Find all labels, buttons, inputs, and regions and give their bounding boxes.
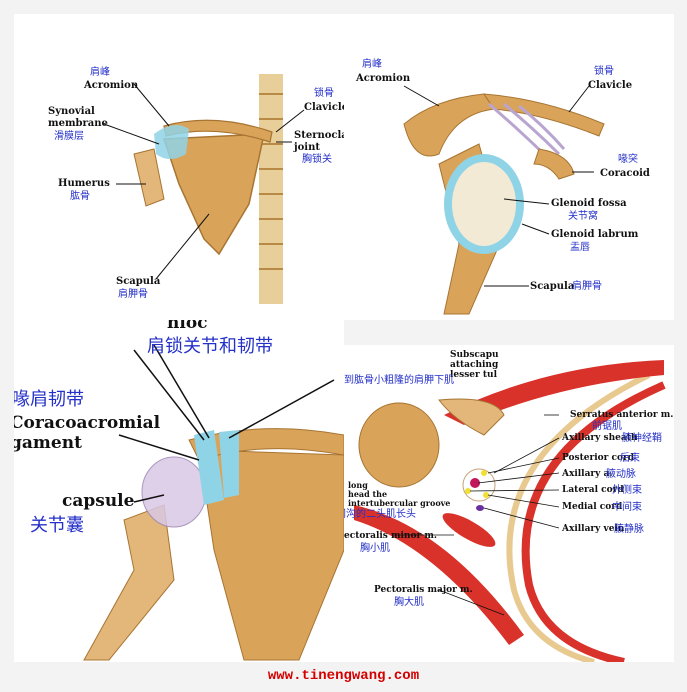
posterior-cord [481,470,487,476]
label-glenoid-fossa-zh: 关节窝 [568,211,598,222]
ligament-bands [194,430,239,505]
pectoralis-major-muscle [354,505,524,645]
label-biceps-en-1: long [348,480,368,490]
clavicle-bone [163,119,273,143]
joint-capsule-illustration [83,344,344,661]
axillary-vein [476,505,484,511]
label-medial-en: Medial cord [562,502,623,512]
label-pminor-en: ectoralis minor m. [344,531,437,541]
label-subscap-en-2: attaching [450,360,499,370]
acromion-bone [403,93,495,157]
label-serratus-en: Serratus anterior m. [570,410,674,420]
panel-shoulder-anterior: 肩峰 Acromion Synovial membrane 滑膜层 锁骨 Cla… [14,14,344,320]
label-cal-en-2: gament [14,433,82,453]
glenoid-fossa [452,162,516,246]
panel-axilla-section: Subscapu attaching lesser tul 到肱骨小粗隆的肩胛下… [344,345,674,662]
rib-segments [259,93,283,270]
label-vein-en: Axillary vein [562,524,625,534]
label-cal-zh: 喙肩韧带 [14,389,84,410]
joint-capsule [141,456,207,528]
humerus-section [358,402,440,488]
label-synovial-zh: 滑膜层 [54,131,84,142]
serratus-muscle [521,381,666,662]
label-subscap-zh: 到肱骨小粗隆的肩胛下肌 [344,375,454,386]
label-sheath-zh: 腋神经鞘 [622,433,662,444]
label-scapula-zh: 肩胛骨 [118,289,148,300]
label-posterior-zh: 后束 [620,453,640,464]
label-acromion-zh: 肩峰 [90,67,110,78]
label-serratus-zh: 前锯肌 [592,421,622,432]
label-sterno-en-1: Sternoclav [294,130,344,141]
label-sterno-zh: 胸锁关 [302,154,332,165]
label-medial-zh: 中间束 [612,502,642,513]
spine-bone [259,74,283,304]
pectoralis-minor-muscle [442,513,496,547]
panel-glenoid-lateral: 肩峰 Acromion 锁骨 Clavicle 喙突 Coracoid Glen… [344,14,674,320]
label-glenoid-labrum-zh: 盂唇 [570,242,590,253]
leader-lines [394,414,560,616]
label-humerus-zh: 肱骨 [70,191,90,202]
label-vein-zh: 腋静脉 [614,524,644,535]
label-acromion-en: Acromion [84,80,139,91]
label-acromion-zh: 肩峰 [362,59,382,70]
label-pminor-zh: 胸小肌 [360,543,390,554]
label-glenoid-fossa-en: Glenoid fossa [551,198,627,209]
label-capsule-zh: 关节囊 [30,515,84,536]
label-sheath-en: Axillary sheath [562,433,638,443]
label-lateral-zh: 外侧束 [612,485,642,496]
synovial-membrane [154,125,189,159]
label-pmajor-zh: 胸大肌 [394,597,424,608]
rib-arc [506,372,651,662]
label-coracoid-zh: 喙突 [618,154,638,165]
lesser-tubercle-bone [438,398,505,436]
label-clavicle-zh: 锁骨 [314,88,334,99]
label-scapula-en: Scapula [530,281,575,292]
label-biceps-en-3: intertubercular groove [348,498,451,508]
axillary-sheath [462,468,496,502]
axilla-section-illustration [354,360,666,662]
leader-lines [103,83,305,280]
medial-cord [483,492,489,498]
label-capsule-en: capsule [62,491,135,511]
humerus-bone [133,148,165,207]
site-watermark-url: www.tinengwang.com [267,668,420,684]
leader-lines [403,85,594,287]
label-pmajor-en: Pectoralis major m. [374,585,473,595]
label-humerus-en: Humerus [58,178,110,189]
label-acromion-en: Acromion [356,73,411,84]
label-synovial-en-2: membrane [48,118,108,129]
label-top-zh: 肩锁关节和韧带 [147,336,273,357]
label-lateral-en: Lateral cord [562,485,624,495]
label-axa-en: Axillary a. [562,469,613,479]
label-sterno-en-2: joint [294,142,320,153]
panel-joint-capsule: nioc 肩锁关节和韧带 喙肩韧带 Coracoacromial gament … [14,320,344,662]
label-top-en: nioc [167,320,208,333]
label-clavicle-en: Clavicle [588,80,633,91]
label-biceps-zh: 结节间沟的二头肌长头 [344,509,416,520]
label-synovial-en-1: Synovial [48,106,95,117]
leader-lines [118,344,335,503]
label-subscap-en-1: Subscapu [450,350,499,360]
label-subscap-en-3: lesser tul [450,370,497,380]
shoulder-anterior-illustration [103,74,305,304]
label-clavicle-en: Clavicle [304,102,344,113]
label-scapula-zh: 肩胛骨 [572,281,602,292]
lateral-cord [465,488,471,494]
label-clavicle-zh: 锁骨 [594,66,614,77]
label-coracoid-en: Coracoid [600,168,650,179]
glenoid-lateral-illustration [403,85,605,315]
label-scapula-en: Scapula [116,276,161,287]
clavicle-bone [483,93,605,137]
label-axa-zh: 腋动脉 [606,469,636,480]
axillary-artery [470,478,480,488]
label-glenoid-labrum-en: Glenoid labrum [551,229,639,240]
scapula-bone [198,449,344,661]
humerus-bone [83,504,175,661]
label-posterior-en: Posterior cord [562,453,635,463]
label-biceps-en-2: head the [348,489,388,499]
label-cal-en-1: Coracoacromial [14,413,161,433]
coracoid-bone [533,148,575,180]
